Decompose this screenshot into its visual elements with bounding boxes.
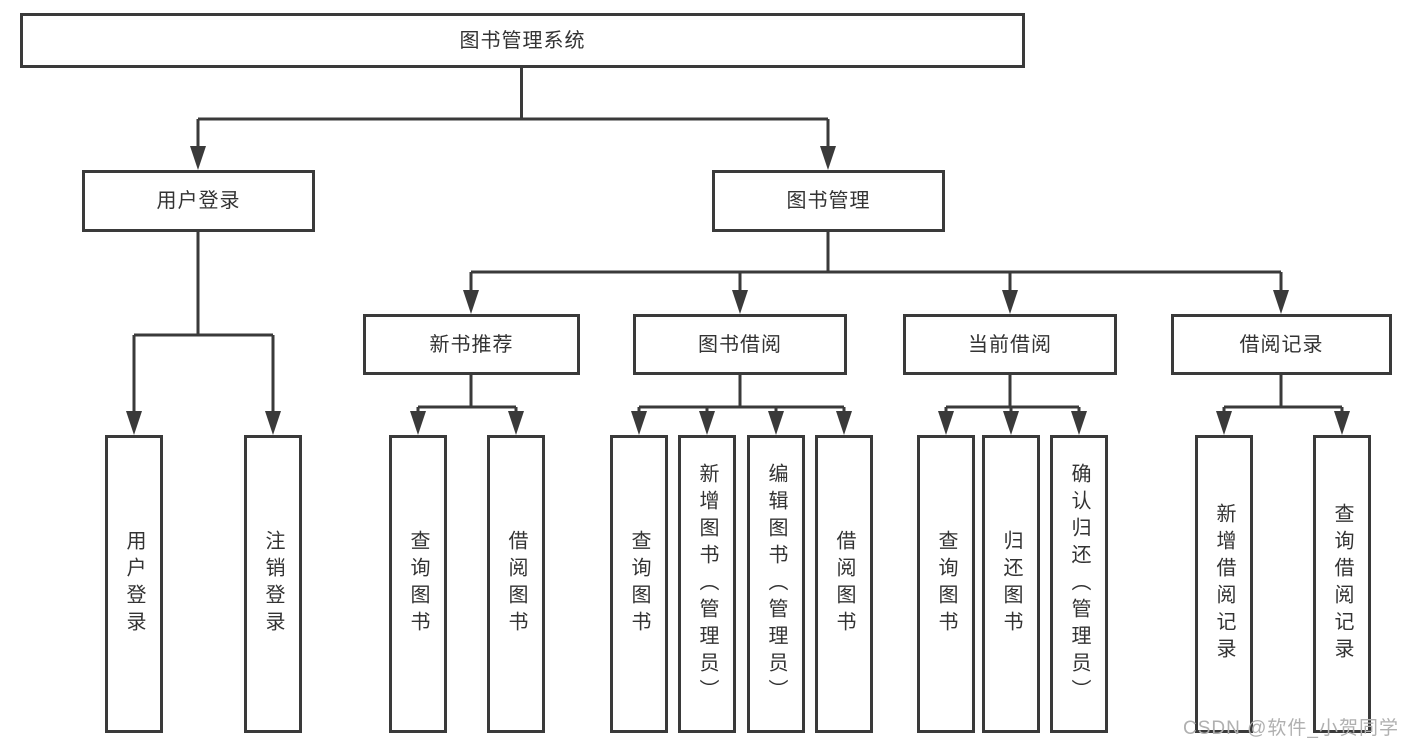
csdn-watermark: CSDN @软件_小贺同学 [1183, 718, 1399, 739]
leaf-label: 查询图书 [935, 530, 957, 638]
leaf-label: 查询图书 [407, 530, 429, 638]
leaf-query-books-3: 查询图书 [917, 435, 975, 733]
leaf-label: 归还图书 [1000, 530, 1022, 638]
node-new-book-recommendation: 新书推荐 [363, 314, 580, 375]
leaf-borrow-books-2: 借阅图书 [815, 435, 873, 733]
leaf-label: 查询借阅记录 [1331, 503, 1353, 665]
node-book-management: 图书管理 [712, 170, 945, 232]
leaf-label: 借阅图书 [505, 530, 527, 638]
leaf-label: 编辑图书（管理员） [765, 462, 787, 706]
leaf-label: 用户登录 [123, 530, 145, 638]
leaf-label: 新增借阅记录 [1213, 503, 1235, 665]
leaf-label: 查询图书 [628, 530, 650, 638]
leaf-query-books-2: 查询图书 [610, 435, 668, 733]
leaf-label: 确认归还（管理员） [1068, 462, 1090, 706]
leaf-confirm-return-admin: 确认归还（管理员） [1050, 435, 1108, 733]
leaf-add-book-admin: 新增图书（管理员） [678, 435, 736, 733]
leaf-borrow-books: 借阅图书 [487, 435, 545, 733]
leaf-query-borrow-record: 查询借阅记录 [1313, 435, 1371, 733]
leaf-logout: 注销登录 [244, 435, 302, 733]
arrowheads [126, 146, 1350, 435]
leaf-edit-book-admin: 编辑图书（管理员） [747, 435, 805, 733]
leaf-user-login: 用户登录 [105, 435, 163, 733]
leaf-label: 注销登录 [262, 530, 284, 638]
leaf-return-book: 归还图书 [982, 435, 1040, 733]
leaf-label: 借阅图书 [833, 530, 855, 638]
node-borrowing-records: 借阅记录 [1171, 314, 1392, 375]
node-user-login: 用户登录 [82, 170, 315, 232]
leaf-label: 新增图书（管理员） [696, 462, 718, 706]
leaf-query-books: 查询图书 [389, 435, 447, 733]
leaf-add-borrow-record: 新增借阅记录 [1195, 435, 1253, 733]
node-book-borrowing: 图书借阅 [633, 314, 847, 375]
node-current-borrowing: 当前借阅 [903, 314, 1117, 375]
node-library-management-system: 图书管理系统 [20, 13, 1025, 68]
